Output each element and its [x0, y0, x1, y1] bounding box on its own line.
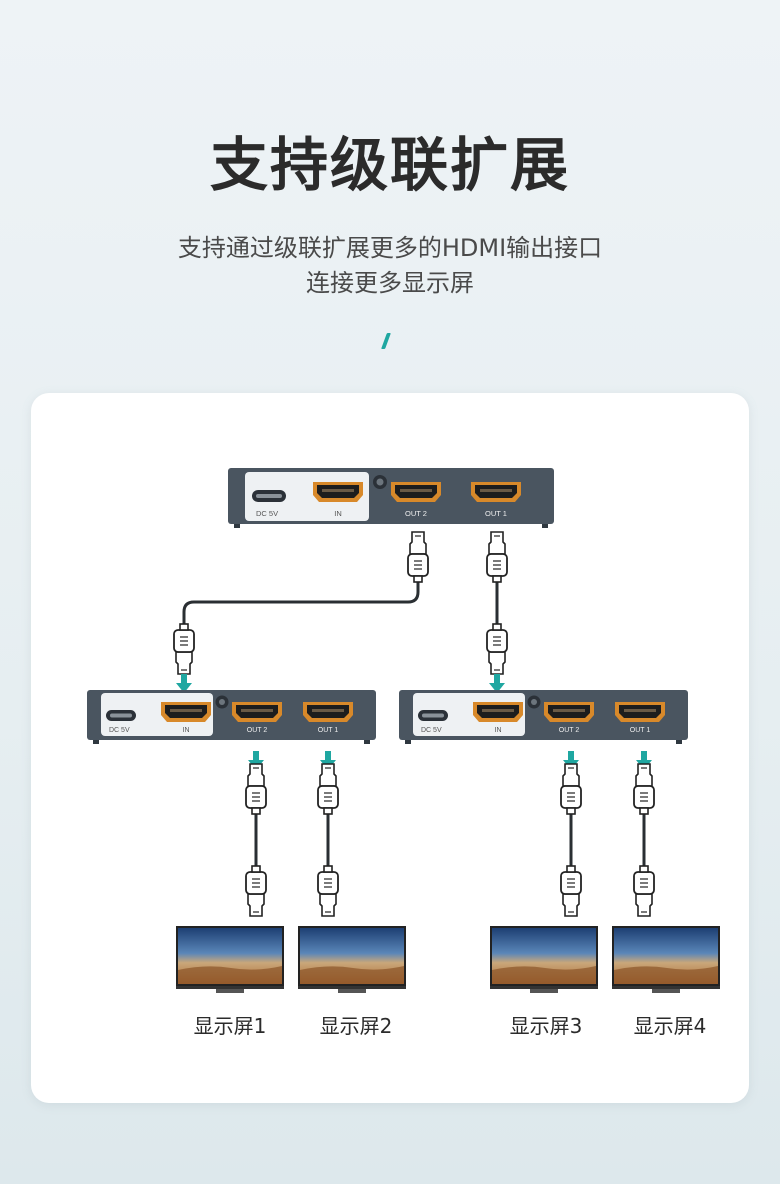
hdmi-plug-icon: [561, 866, 581, 916]
left-splitter: [87, 690, 376, 744]
monitor-2: [298, 926, 406, 993]
hdmi-plug-icon: [174, 624, 194, 674]
subtitle-line-1: 支持通过级联扩展更多的HDMI输出接口: [177, 234, 603, 262]
hdmi-plug-icon: [560, 763, 582, 815]
screen-label-3: 显示屏3: [509, 1014, 583, 1038]
right-out2-label: OUT 2: [559, 727, 580, 734]
left-dc-label: DC 5V: [109, 727, 130, 734]
screen-label-4: 显示屏4: [633, 1014, 707, 1038]
monitor-4: [612, 926, 720, 993]
hdmi-plug-icon: [245, 763, 267, 815]
right-dc-label: DC 5V: [421, 727, 442, 734]
hdmi-plug-icon: [317, 763, 339, 815]
right-out1-label: OUT 1: [630, 727, 651, 734]
left-out2-label: OUT 2: [247, 727, 268, 734]
monitor-3: [490, 926, 598, 993]
top-out2-label: OUT 2: [405, 509, 427, 518]
screen-label-1: 显示屏1: [193, 1014, 267, 1038]
monitor-cables: [254, 800, 646, 885]
hdmi-plug-icon: [246, 866, 266, 916]
subtitle-line-2: 连接更多显示屏: [306, 269, 474, 297]
monitor-1: [176, 926, 284, 993]
hdmi-plug-icon: [487, 624, 507, 674]
left-out1-label: OUT 1: [318, 727, 339, 734]
hdmi-plug-icon: [407, 531, 429, 583]
page-title: 支持级联扩展: [209, 131, 570, 199]
right-splitter: [399, 690, 688, 744]
hdmi-plug-icon: [633, 763, 655, 815]
hdmi-plug-icon: [634, 866, 654, 916]
top-dc-label: DC 5V: [256, 509, 278, 518]
right-in-label: IN: [495, 727, 502, 734]
top-splitter: [228, 468, 554, 528]
left-in-label: IN: [183, 727, 190, 734]
screen-label-2: 显示屏2: [319, 1014, 393, 1038]
hdmi-plug-icon: [486, 531, 508, 583]
top-in-label: IN: [334, 509, 342, 518]
top-out1-label: OUT 1: [485, 509, 507, 518]
hdmi-plug-icon: [318, 866, 338, 916]
cable-top-out2-to-left: [182, 566, 420, 640]
